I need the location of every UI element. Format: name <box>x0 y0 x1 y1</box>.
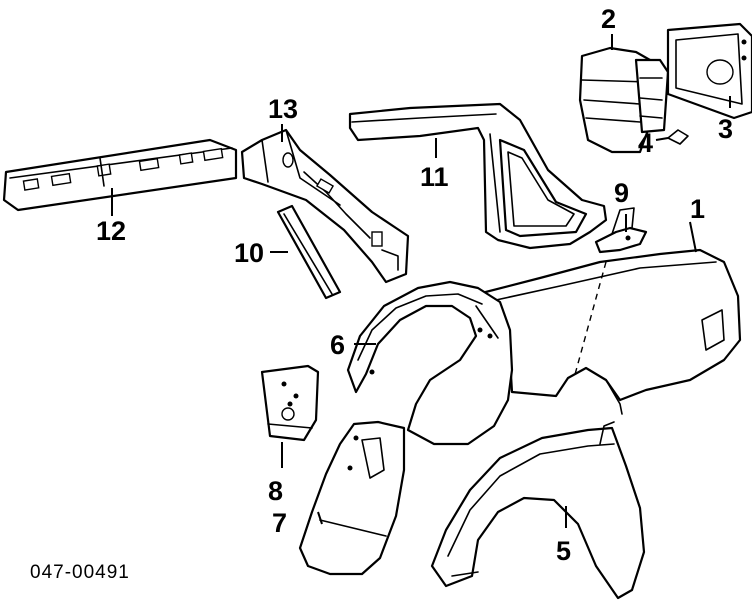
part-12-rail <box>2 138 238 212</box>
callout-10: 10 <box>234 238 264 268</box>
callout-13: 13 <box>268 94 298 124</box>
callout-12: 12 <box>96 216 126 246</box>
part-10-strip <box>276 204 342 300</box>
part-6-wheelhouse-outer <box>346 280 514 446</box>
part-13-pillar <box>240 128 410 284</box>
callout-9: 9 <box>614 178 629 208</box>
part-7-extension <box>298 420 406 576</box>
alignment-dashed-line <box>573 261 607 379</box>
part-8-gusset <box>260 364 320 442</box>
callout-7: 7 <box>272 508 287 538</box>
part-code: 047-00491 <box>30 562 130 583</box>
part-4-clip <box>655 129 689 145</box>
callout-3: 3 <box>718 114 733 144</box>
callout-8: 8 <box>268 476 283 506</box>
callout-5: 5 <box>556 536 571 566</box>
part-9-bracket <box>594 207 648 254</box>
part-2-lamp-housing <box>578 46 670 154</box>
callout-11: 11 <box>420 162 449 192</box>
part-11-roof-frame <box>348 102 608 250</box>
part-1-quarter-panel <box>468 248 742 415</box>
callout-1: 1 <box>690 194 705 224</box>
callout-4: 4 <box>638 128 653 158</box>
part-5-wheelhouse-inner <box>430 421 646 600</box>
leader-lines <box>111 34 731 528</box>
part-3-lamp-frame <box>666 22 752 120</box>
callout-2: 2 <box>601 4 616 34</box>
callout-6: 6 <box>330 330 345 360</box>
